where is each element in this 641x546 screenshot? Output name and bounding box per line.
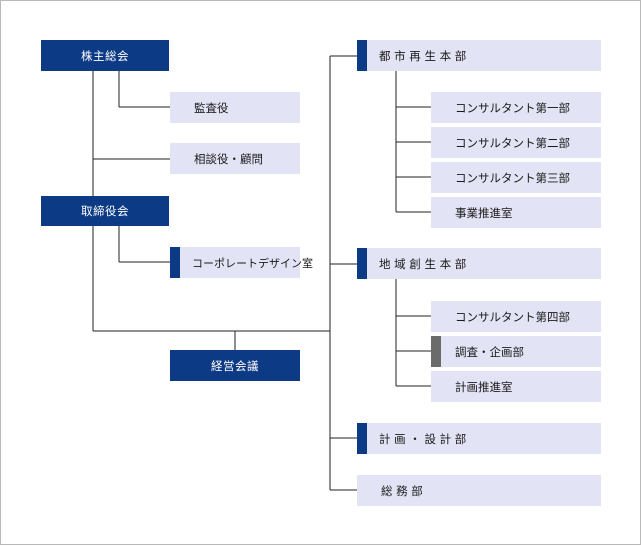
auditor-label: 監査役	[194, 100, 229, 115]
research-planning-dept-box: 調査・企画部	[431, 336, 601, 367]
management-council-box: 経営会議	[170, 350, 300, 381]
shareholders-meeting-box: 株主総会	[41, 40, 169, 71]
consultant-dept-4-label: コンサルタント第四部	[455, 309, 570, 324]
urban-renewal-hq-box: 都 市 再 生 本 部	[357, 40, 601, 71]
management-council-label: 経営会議	[211, 358, 259, 373]
advisors-box: 相談役・顧問	[170, 143, 300, 174]
regional-revitalization-hq-marker	[357, 248, 367, 279]
board-label: 取締役会	[81, 204, 129, 218]
plan-promotion-office-box: 計画推進室	[431, 371, 601, 402]
general-affairs-dept-box: 総 務 部	[357, 475, 601, 506]
plan-promotion-office-label: 計画推進室	[455, 379, 513, 394]
corporate-design-box: コーポレートデザイン室	[170, 247, 313, 278]
corporate-design-marker	[170, 247, 180, 278]
business-promotion-office-label: 事業推進室	[455, 205, 513, 220]
planning-design-dept-box: 計 画 ・ 設 計 部	[357, 423, 601, 454]
regional-revitalization-hq-box: 地 域 創 生 本 部	[357, 248, 601, 279]
consultant-dept-1-box: コンサルタント第一部	[431, 92, 601, 123]
business-promotion-office-box: 事業推進室	[431, 197, 601, 228]
urban-renewal-hq-marker	[357, 40, 367, 71]
advisors-label: 相談役・顧問	[194, 151, 263, 166]
planning-design-dept-marker	[357, 423, 367, 454]
urban-renewal-hq-label: 都 市 再 生 本 部	[379, 48, 467, 63]
board-box: 取締役会	[41, 196, 169, 226]
auditor-box: 監査役	[170, 92, 300, 123]
consultant-dept-4-box: コンサルタント第四部	[431, 301, 601, 332]
general-affairs-dept-label: 総 務 部	[381, 483, 423, 498]
consultant-dept-3-box: コンサルタント第三部	[431, 162, 601, 193]
consultant-dept-3-label: コンサルタント第三部	[455, 170, 570, 185]
corporate-design-label: コーポレートデザイン室	[192, 256, 313, 270]
consultant-dept-2-label: コンサルタント第二部	[455, 135, 570, 150]
regional-revitalization-hq-label: 地 域 創 生 本 部	[379, 256, 467, 271]
consultant-dept-2-box: コンサルタント第二部	[431, 127, 601, 158]
shareholders-meeting-label: 株主総会	[81, 48, 129, 63]
consultant-dept-1-label: コンサルタント第一部	[455, 100, 570, 115]
planning-design-dept-label: 計 画 ・ 設 計 部	[379, 431, 467, 446]
research-planning-dept-label: 調査・企画部	[455, 344, 524, 359]
research-planning-dept-marker	[431, 336, 441, 367]
